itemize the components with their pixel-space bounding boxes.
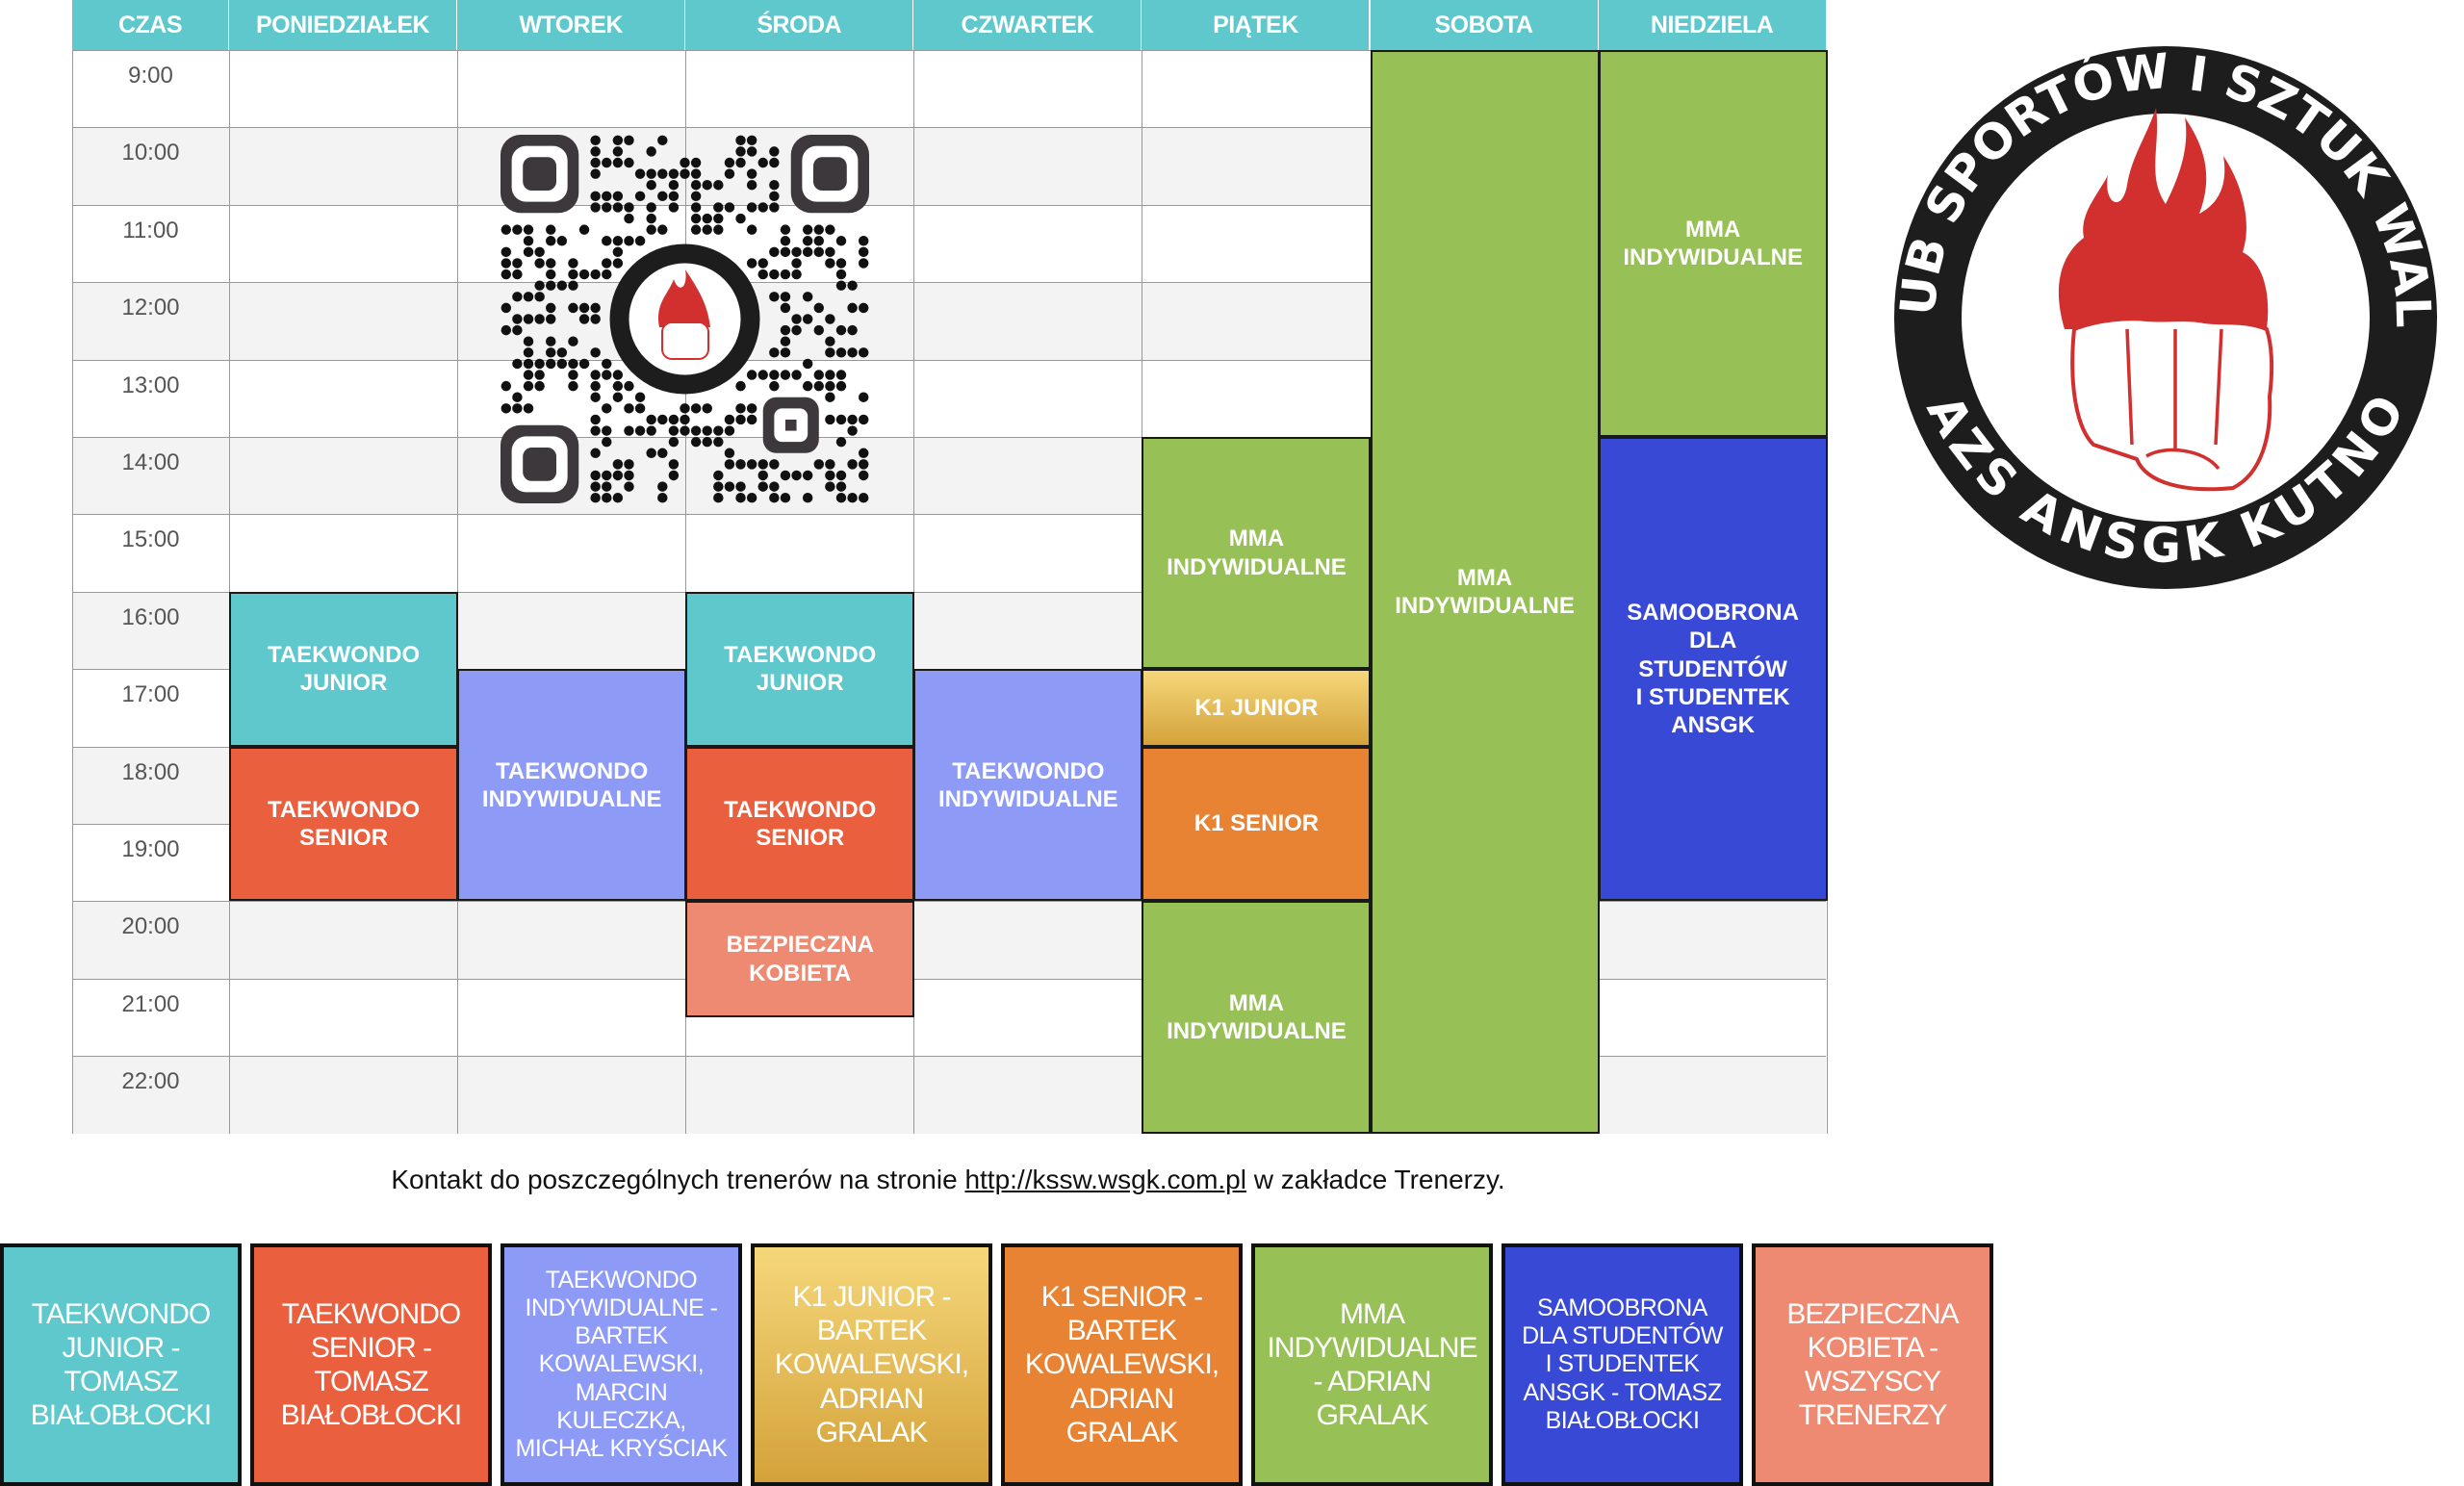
class-block[interactable]: MMA INDYWIDUALNE bbox=[1598, 50, 1828, 437]
contact-note: Kontakt do poszczególnych trenerów na st… bbox=[391, 1165, 1505, 1194]
time-label: 21:00 bbox=[121, 990, 180, 1017]
header-day: SOBOTA bbox=[1370, 0, 1599, 50]
time-label: 17:00 bbox=[121, 681, 180, 708]
time-label: 11:00 bbox=[122, 217, 179, 243]
header-day: PIĄTEK bbox=[1142, 0, 1371, 50]
time-row: 13:00 bbox=[72, 359, 1826, 437]
class-block[interactable]: K1 SENIOR bbox=[1142, 746, 1372, 902]
time-label: 10:00 bbox=[121, 140, 180, 167]
class-block[interactable]: MMA INDYWIDUALNE bbox=[1370, 50, 1600, 1134]
header-day: ŚRODA bbox=[685, 0, 914, 50]
time-label: 22:00 bbox=[121, 1068, 180, 1095]
legend-item: MMA INDYWIDUALNE - ADRIAN GRALAK bbox=[1251, 1243, 1493, 1486]
class-block[interactable]: SAMOOBRONA DLA STUDENTÓW I STUDENTEK ANS… bbox=[1598, 437, 1828, 902]
legend-item: TAEKWONDO SENIOR - TOMASZ BIAŁOBŁOCKI bbox=[250, 1243, 492, 1486]
class-block[interactable]: TAEKWONDO INDYWIDUALNE bbox=[913, 669, 1143, 902]
class-block[interactable]: MMA INDYWIDUALNE bbox=[1142, 901, 1372, 1134]
time-row: 21:00 bbox=[72, 978, 1826, 1056]
time-label: 14:00 bbox=[121, 449, 180, 475]
column-divider bbox=[72, 50, 73, 1134]
legend-item: SAMOOBRONA DLA STUDENTÓW I STUDENTEK ANS… bbox=[1502, 1243, 1743, 1486]
legend-item: TAEKWONDO JUNIOR - TOMASZ BIAŁOBŁOCKI bbox=[0, 1243, 242, 1486]
flaming-fist-icon bbox=[2058, 108, 2274, 492]
time-label: 15:00 bbox=[121, 526, 180, 553]
header-time: CZAS bbox=[72, 0, 229, 50]
time-label: 18:00 bbox=[121, 758, 180, 785]
class-block[interactable]: TAEKWONDO JUNIOR bbox=[685, 591, 915, 747]
class-block[interactable]: MMA INDYWIDUALNE bbox=[1142, 437, 1372, 670]
time-label: 9:00 bbox=[128, 63, 173, 89]
class-block[interactable]: TAEKWONDO INDYWIDUALNE bbox=[457, 669, 687, 902]
class-block[interactable]: TAEKWONDO JUNIOR bbox=[229, 591, 459, 747]
time-row: 9:00 bbox=[72, 50, 1826, 127]
time-label: 16:00 bbox=[121, 603, 180, 630]
time-row: 15:00 bbox=[72, 514, 1826, 591]
time-row: 11:00 bbox=[72, 204, 1826, 282]
legend-item: K1 SENIOR - BARTEK KOWALEWSKI, ADRIAN GR… bbox=[1001, 1243, 1243, 1486]
legend-item: K1 JUNIOR - BARTEK KOWALEWSKI, ADRIAN GR… bbox=[751, 1243, 992, 1486]
club-logo: KLUB SPORTÓW I SZTUK WALKI AZS ANSGK KUT… bbox=[1858, 12, 2441, 589]
time-label: 19:00 bbox=[121, 836, 180, 862]
class-block[interactable]: BEZPIECZNA KOBIETA bbox=[685, 901, 915, 1017]
header-day: NIEDZIELA bbox=[1598, 0, 1827, 50]
legend-item: TAEKWONDO INDYWIDUALNE - BARTEK KOWALEWS… bbox=[500, 1243, 742, 1486]
schedule-table: 9:00 10:00 11:00 12:00 13:00 14:00 15:00 16:00 1… bbox=[72, 0, 1828, 1134]
class-block[interactable]: TAEKWONDO SENIOR bbox=[229, 746, 459, 902]
header-day: CZWARTEK bbox=[913, 0, 1142, 50]
header-day: PONIEDZIAŁEK bbox=[229, 0, 458, 50]
time-label: 13:00 bbox=[121, 372, 180, 398]
time-label: 20:00 bbox=[121, 913, 180, 940]
class-block[interactable]: TAEKWONDO SENIOR bbox=[685, 746, 915, 902]
class-block[interactable]: K1 JUNIOR bbox=[1142, 669, 1372, 747]
qr-code[interactable] bbox=[500, 135, 869, 503]
header-day: WTOREK bbox=[457, 0, 686, 50]
time-label: 12:00 bbox=[121, 295, 180, 321]
legend-item: BEZPIECZNA KOBIETA - WSZYSCY TRENERZY bbox=[1752, 1243, 1993, 1486]
website-link[interactable]: http://kssw.wsgk.com.pl bbox=[964, 1165, 1246, 1194]
